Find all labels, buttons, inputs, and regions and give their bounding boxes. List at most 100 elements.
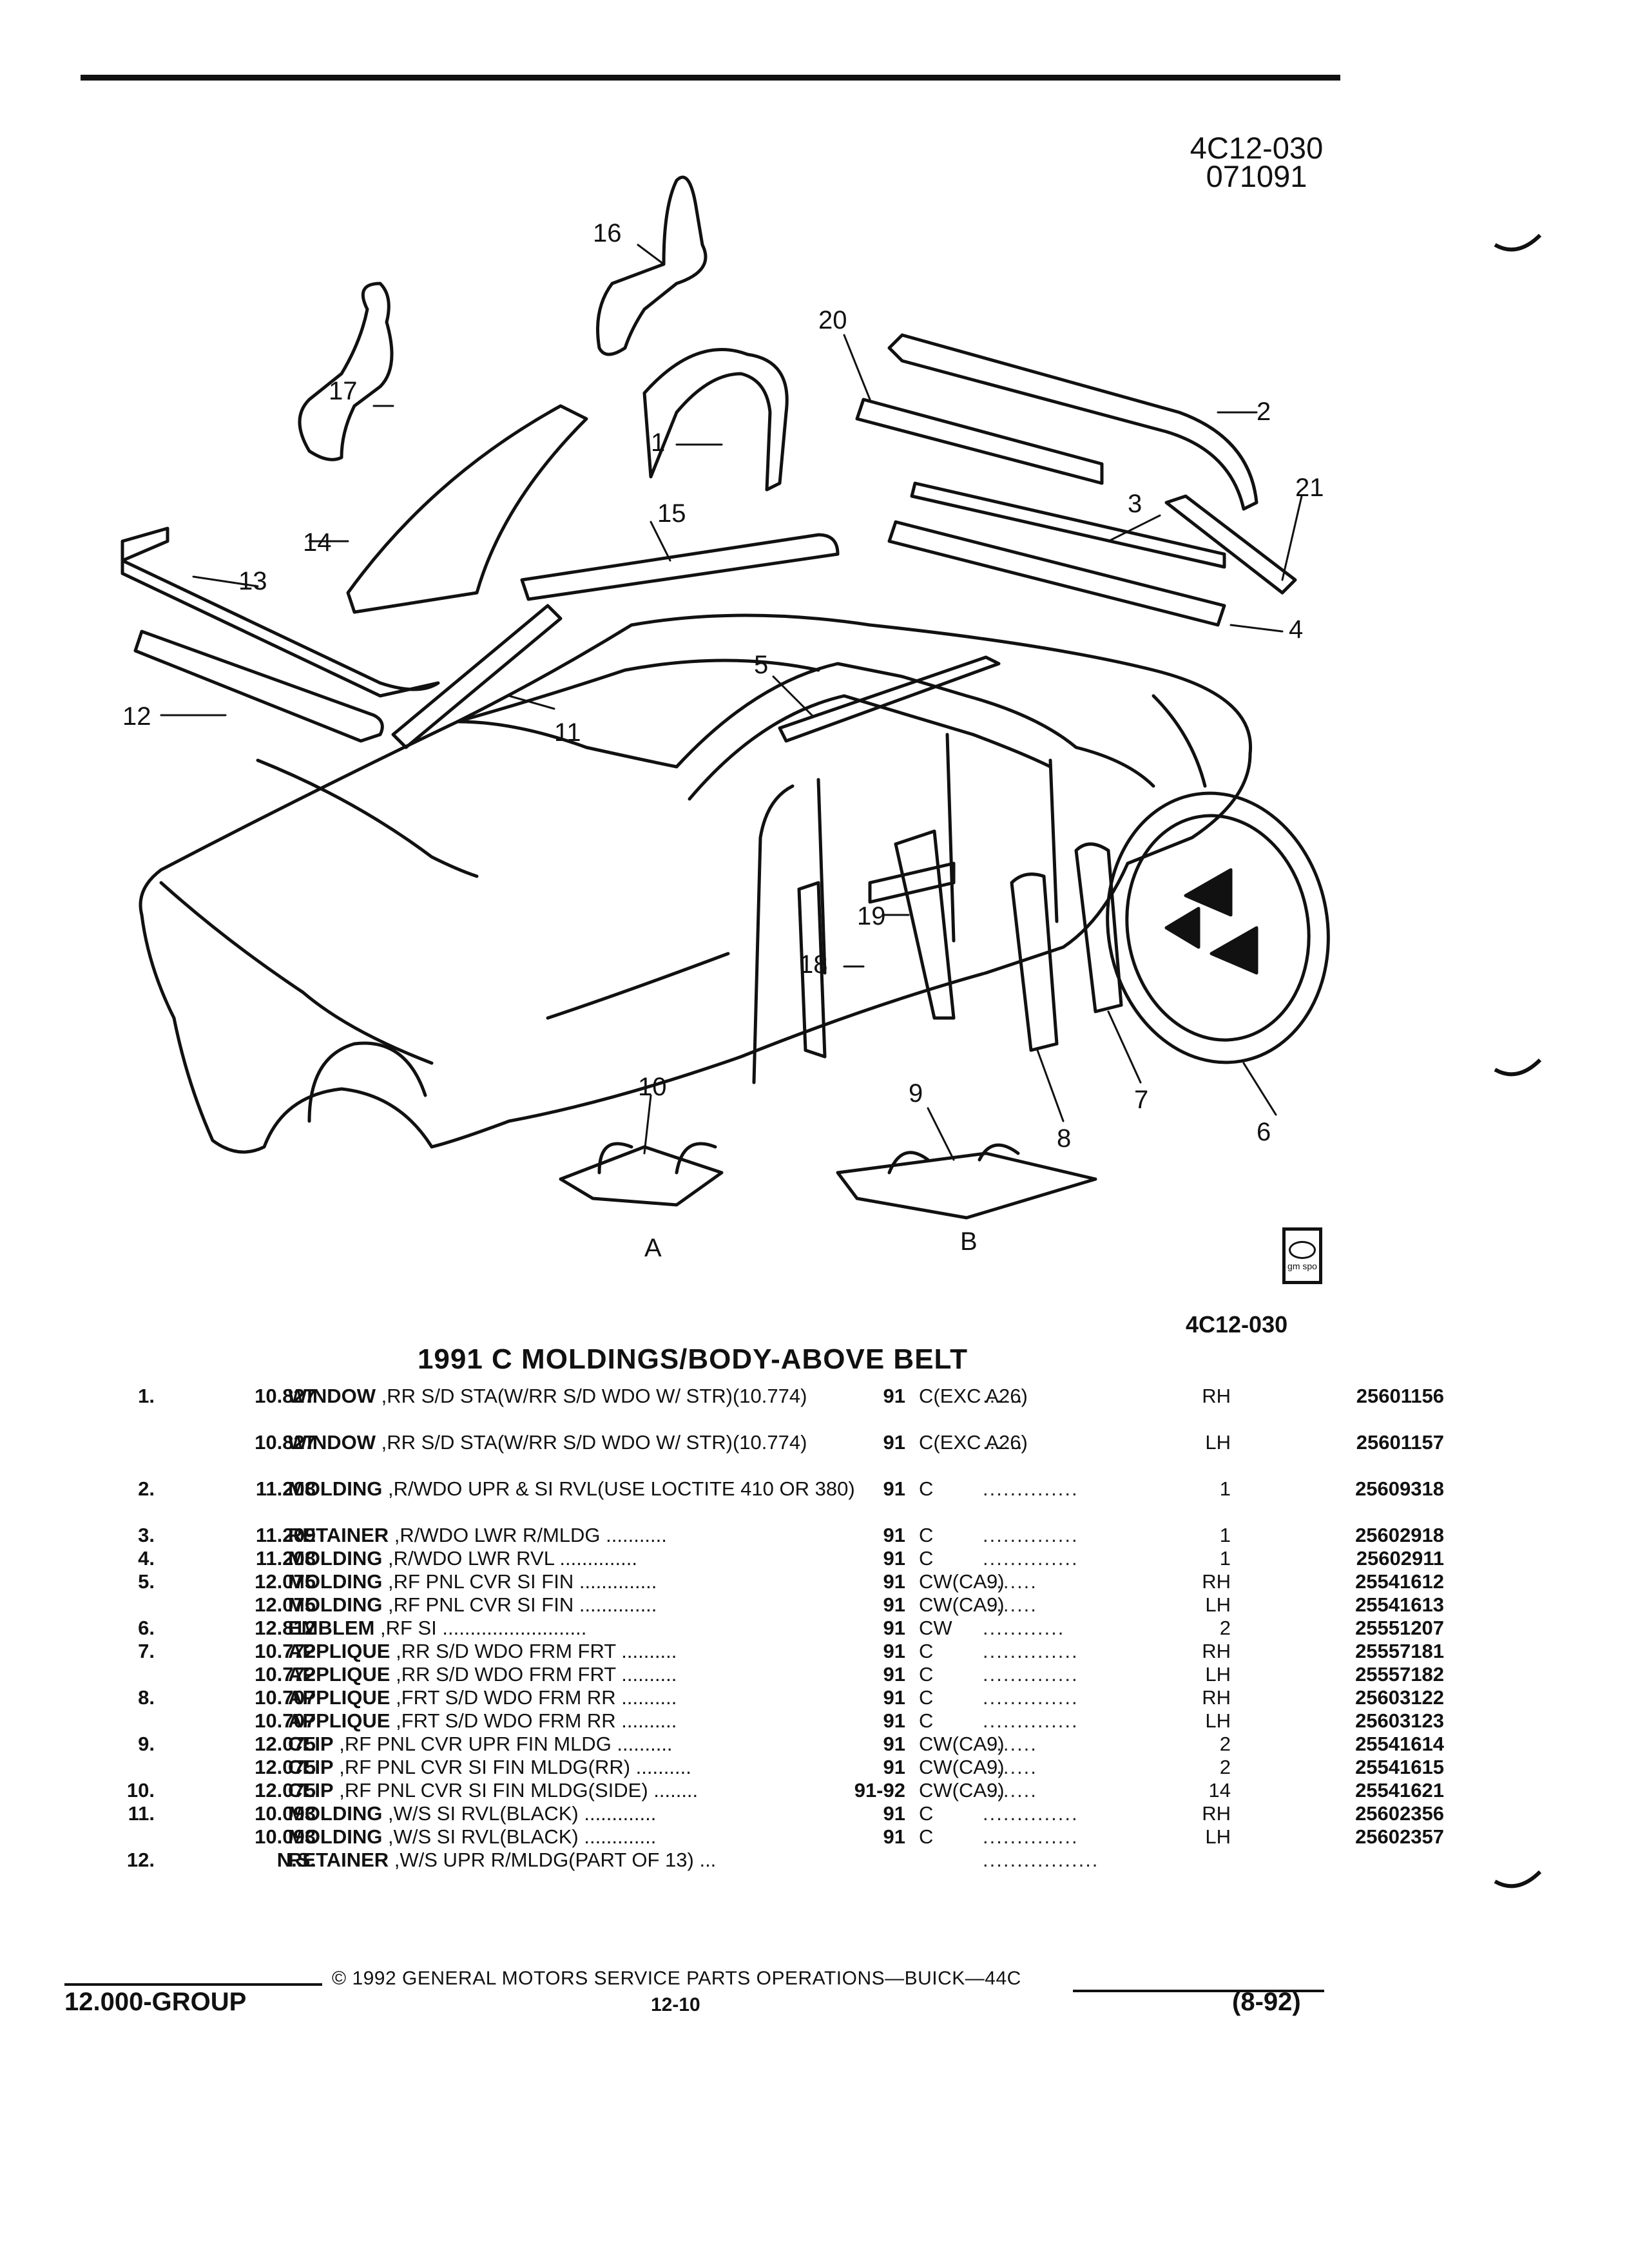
part-description: RETAINER ,W/S UPR R/MLDG(PART OF 13) ...: [288, 1849, 881, 1870]
part-14-quarter-molding: [346, 404, 588, 614]
model-year: 91: [883, 1547, 905, 1570]
group-number: 10.772: [255, 1640, 316, 1662]
part-description: WINDOW ,RR S/D STA(W/RR S/D WDO W/ STR)(…: [288, 1432, 881, 1453]
part-name: WINDOW: [288, 1431, 376, 1454]
group-number: 10.827: [255, 1385, 316, 1407]
quantity: LH: [1205, 1593, 1231, 1616]
quantity: LH: [1205, 1663, 1231, 1686]
leader-dots: ........: [983, 1593, 1037, 1616]
margin-tick-1: [1494, 233, 1542, 252]
quantity: RH: [1202, 1385, 1231, 1407]
group-number: 11.209: [255, 1524, 316, 1546]
leader-dots: ..............: [983, 1825, 1079, 1848]
callout-8: 8: [1057, 1124, 1071, 1153]
part-15-roof-molding: [520, 533, 840, 601]
row-number: 6.: [138, 1617, 155, 1639]
callout-4: 4: [1289, 615, 1303, 644]
callout-11: 11: [554, 718, 581, 747]
part-19-applique: [868, 861, 956, 904]
part-name: APPLIQUE: [288, 1663, 390, 1686]
row-number: 7.: [138, 1640, 155, 1662]
body-style: CW(CA9): [919, 1779, 1005, 1802]
part-detail: ,RF SI ..........................: [380, 1617, 587, 1639]
callout-10: 10: [638, 1073, 667, 1101]
model-year: 91: [883, 1686, 905, 1709]
illustration-code-line1: 4C12-030: [1190, 131, 1324, 165]
part-11-windshield-reveal: [391, 604, 563, 749]
part-17-seal: [298, 282, 394, 461]
illustration-code-line2: 071091: [1206, 159, 1307, 193]
callout-2: 2: [1257, 398, 1271, 426]
part-9-clip-detail-b: [836, 1151, 1097, 1220]
part-name: CLIP: [288, 1733, 334, 1755]
group-number: 10.707: [255, 1686, 316, 1709]
copyright-text: © 1992 GENERAL MOTORS SERVICE PARTS OPER…: [332, 1968, 1021, 1989]
part-detail: ,W/S SI RVL(BLACK) .............: [388, 1825, 657, 1848]
group-number: 12.812: [255, 1617, 316, 1639]
parts-diagram: 1 2 3 4 5 6 7 8 9 10 11 12 13 14 15 16 1…: [120, 175, 1330, 1262]
part-detail: ,R/WDO LWR R/MLDG ...........: [394, 1524, 667, 1546]
model-year: 91: [883, 1431, 905, 1454]
quantity: 1: [1219, 1547, 1231, 1570]
group-number: 12.075: [255, 1756, 316, 1778]
row-number: 9.: [138, 1733, 155, 1755]
part-detail: ,RF PNL CVR SI FIN ..............: [388, 1570, 657, 1593]
body-style: C: [919, 1709, 934, 1732]
part-detail: ,RR S/D STA(W/RR S/D WDO W/ STR)(10.774): [381, 1431, 807, 1454]
gm-spo-text: gm spo: [1287, 1261, 1317, 1271]
row-number: 2.: [138, 1477, 155, 1500]
body-style: C(EXC A26): [919, 1431, 1028, 1454]
model-year: 91: [883, 1709, 905, 1732]
model-year: 91: [883, 1733, 905, 1755]
quantity: 1: [1219, 1477, 1231, 1500]
detail-a-label: A: [644, 1234, 662, 1262]
margin-tick-2: [1494, 1058, 1542, 1077]
catalog-title: 1991 C MOLDINGS/BODY-ABOVE BELT: [417, 1343, 969, 1375]
leader-dots: ..............: [983, 1802, 1079, 1825]
body-style: C: [919, 1802, 934, 1825]
group-number: 10.772: [255, 1663, 316, 1686]
model-year: 91: [883, 1756, 905, 1778]
model-year: 91: [883, 1617, 905, 1639]
callout-9: 9: [909, 1079, 923, 1108]
quantity: LH: [1205, 1825, 1231, 1848]
group-number: 10.707: [255, 1709, 316, 1732]
part-6-emblem: [1106, 791, 1330, 1064]
callout-labels: 1 2 3 4 5 6 7 8 9 10 11 12 13 14 15 16 1…: [122, 219, 1324, 1262]
row-number: 3.: [138, 1524, 155, 1546]
part-detail: ,RF PNL CVR SI FIN MLDG(RR) ..........: [339, 1756, 691, 1778]
body-style: C: [919, 1663, 934, 1686]
leader-dots: ..............: [983, 1640, 1079, 1662]
part-description: MOLDING ,RF PNL CVR SI FIN .............…: [288, 1571, 881, 1592]
part-name: RETAINER: [288, 1524, 389, 1546]
body-style: CW: [919, 1617, 952, 1639]
callout-20: 20: [818, 306, 847, 334]
detail-b-label: B: [960, 1227, 978, 1256]
table-row: 12.N.S..................RETAINER ,W/S UP…: [110, 1849, 1353, 1872]
body-style: C: [919, 1477, 934, 1500]
part-detail: ,FRT S/D WDO FRM RR ..........: [396, 1686, 677, 1709]
part-number: 25557181: [1355, 1640, 1444, 1662]
part-name: RETAINER: [288, 1849, 389, 1871]
leader-dots: ..............: [983, 1477, 1079, 1500]
row-number: 12.: [126, 1849, 155, 1871]
illustration-code: 4C12-030 071091: [1160, 131, 1353, 193]
leader-dots: ..............: [983, 1547, 1079, 1570]
part-name: APPLIQUE: [288, 1686, 390, 1709]
callout-15: 15: [657, 499, 686, 528]
row-number: 10.: [126, 1779, 155, 1802]
part-name: MOLDING: [288, 1570, 383, 1593]
row-number: 11.: [128, 1802, 155, 1825]
top-rule: [81, 75, 1340, 81]
footer-rule-left: [64, 1983, 322, 1986]
gm-spo-logo: gm spo: [1282, 1227, 1322, 1284]
body-style: C: [919, 1825, 934, 1848]
part-detail: ,RR S/D STA(W/RR S/D WDO W/ STR)(10.774): [381, 1385, 807, 1407]
